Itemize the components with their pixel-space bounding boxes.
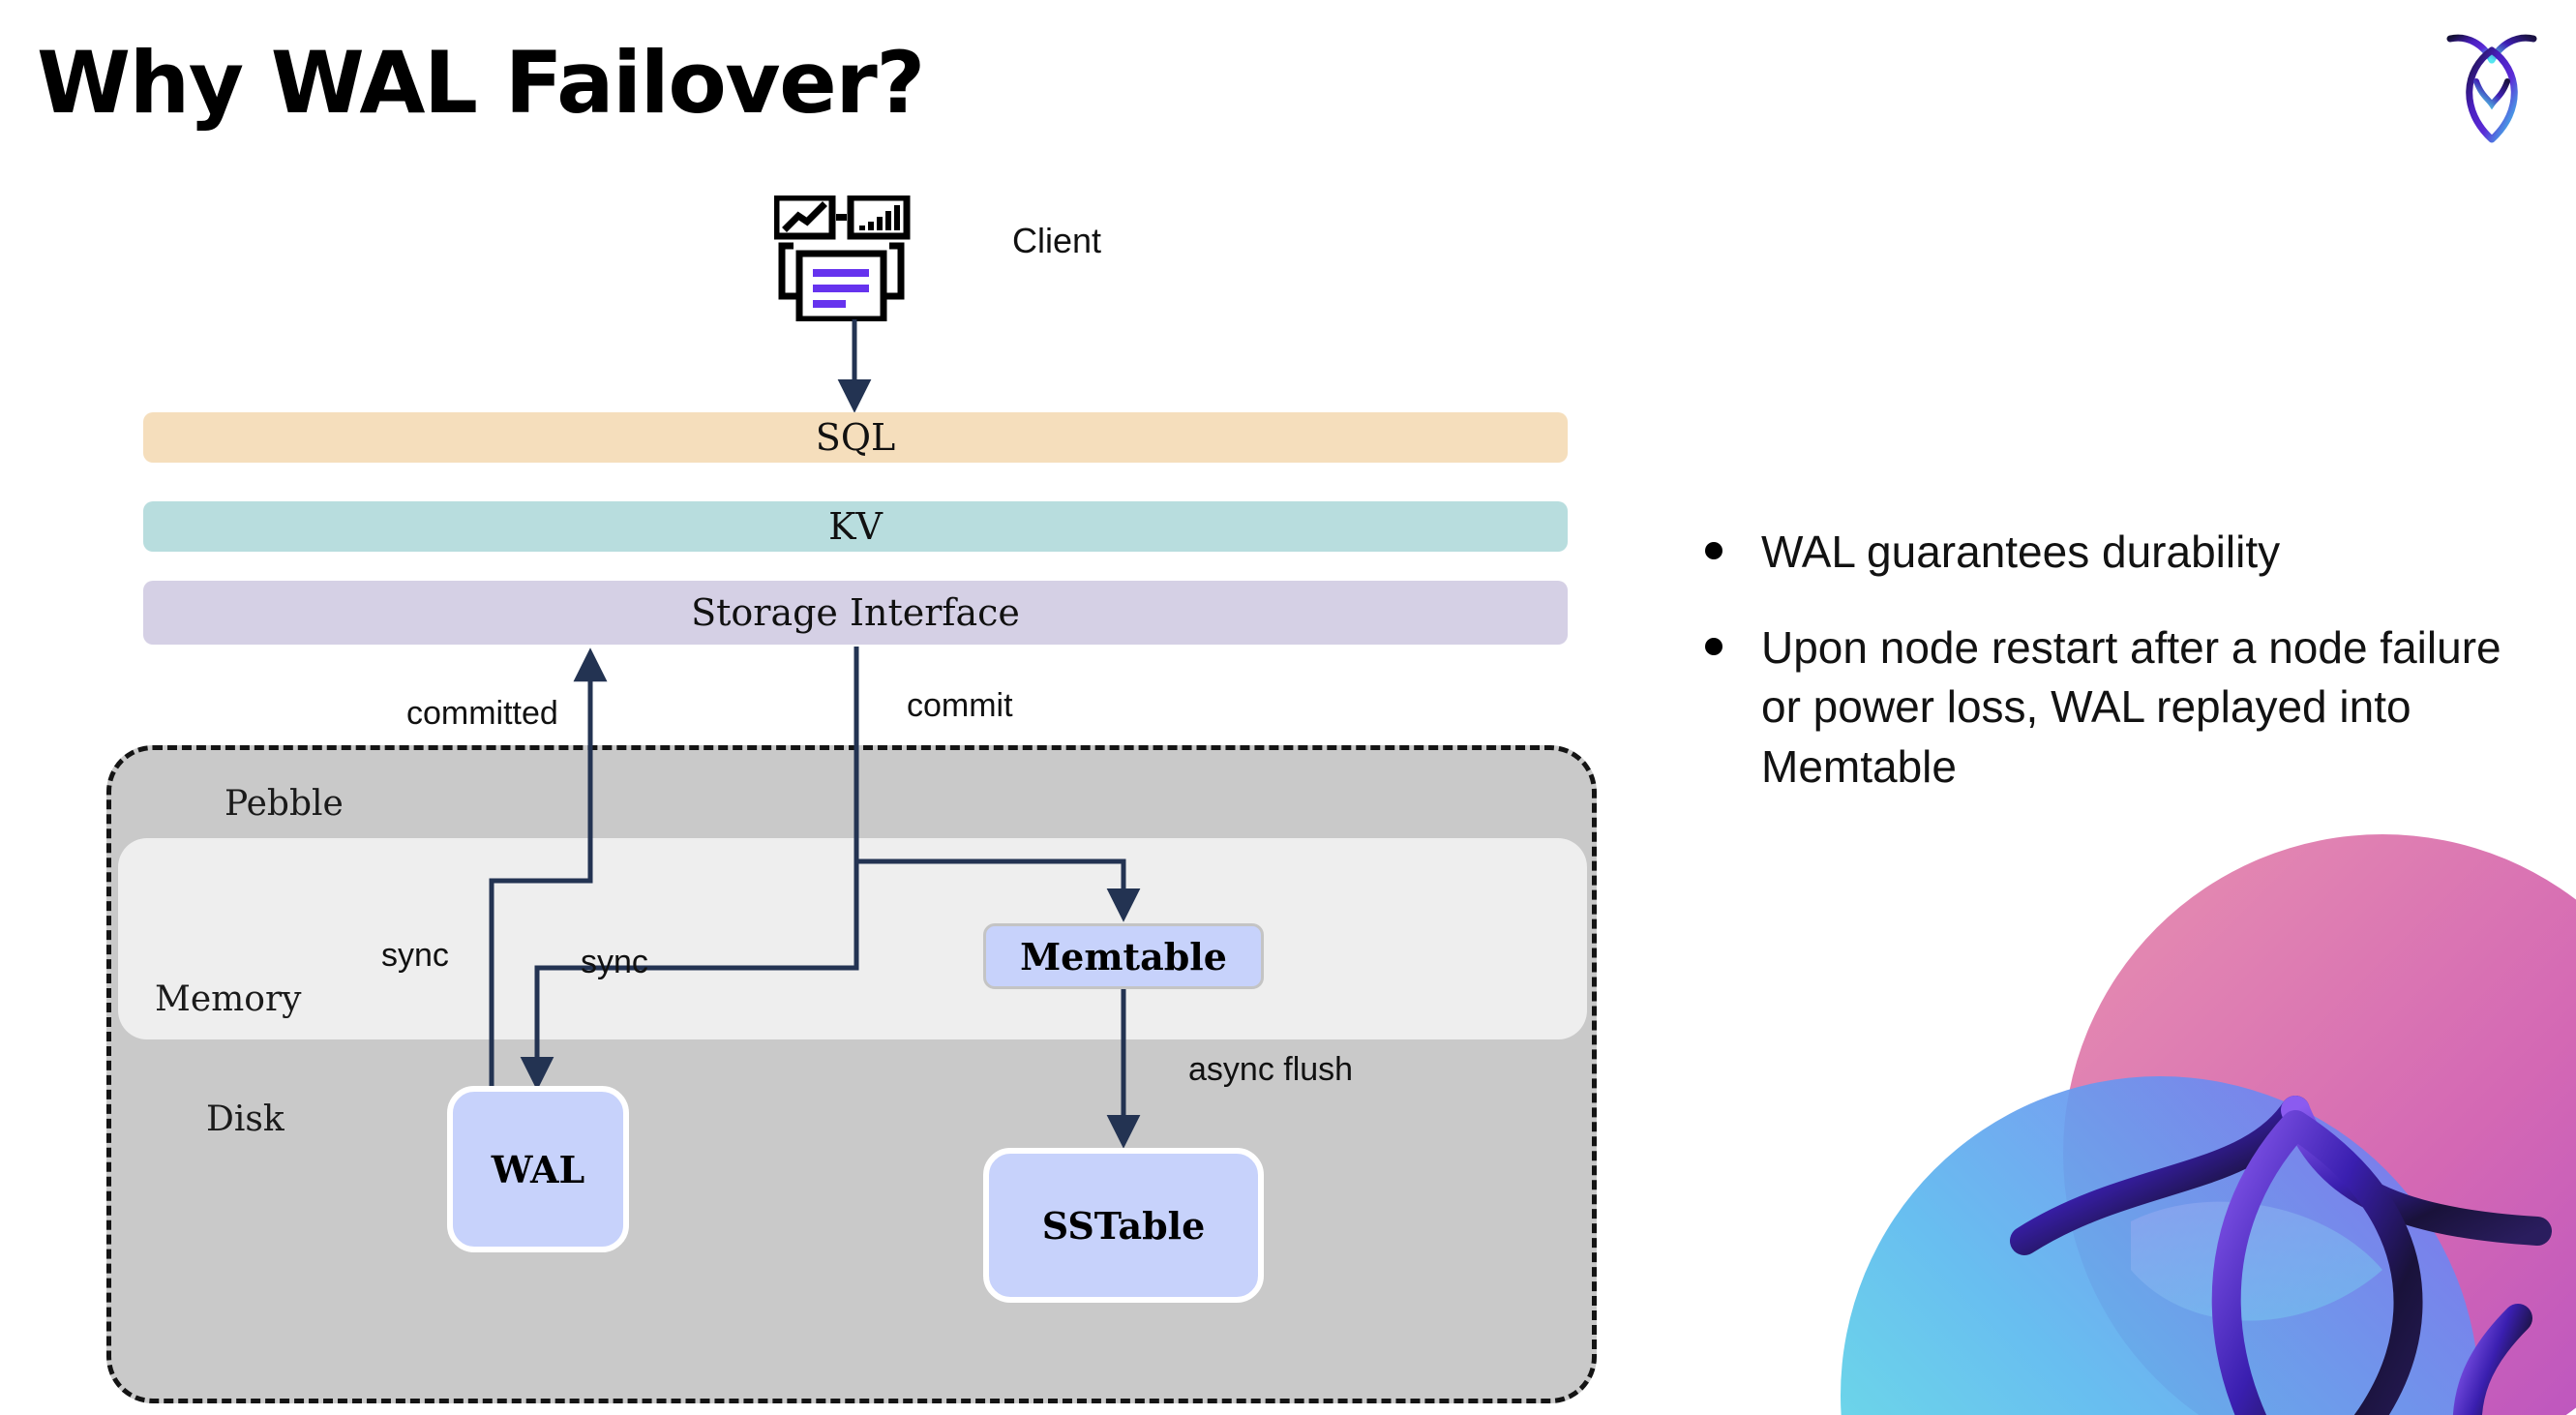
bullet-text: WAL guarantees durability [1761, 527, 2281, 577]
bullet-dot-icon [1705, 542, 1722, 559]
node-label-memtable: Memtable [1020, 934, 1227, 978]
node-wal: WAL [447, 1086, 629, 1252]
bullet-list: WAL guarantees durability Upon node rest… [1705, 523, 2518, 833]
memory-zone [118, 838, 1587, 1039]
node-memtable: Memtable [983, 923, 1264, 989]
client-label: Client [1012, 221, 1102, 260]
bullet-dot-icon [1705, 638, 1722, 656]
edge-label-async-flush: async flush [1188, 1051, 1354, 1088]
list-item: WAL guarantees durability [1705, 523, 2518, 582]
node-label-wal: WAL [491, 1147, 585, 1191]
disk-label: Disk [206, 1099, 285, 1139]
bullet-text: Upon node restart after a node failure o… [1761, 622, 2501, 792]
layer-label-kv: KV [828, 505, 883, 548]
page-title: Why WAL Failover? [37, 33, 925, 133]
layer-label-sql: SQL [815, 416, 896, 459]
layer-bar-sql: SQL [143, 412, 1568, 463]
client-dashboard-icon [772, 194, 927, 323]
decorative-logo-graphic [1841, 815, 2576, 1415]
edge-label-sync-left: sync [381, 937, 449, 974]
list-item: Upon node restart after a node failure o… [1705, 618, 2518, 797]
cockroachdb-logo [2439, 21, 2545, 147]
edge-label-committed: committed [406, 695, 558, 732]
edge-label-sync-right: sync [581, 944, 648, 980]
layer-bar-kv: KV [143, 501, 1568, 552]
layer-label-storage-interface: Storage Interface [691, 591, 1020, 634]
pebble-label: Pebble [225, 784, 344, 824]
node-sstable: SSTable [983, 1148, 1264, 1303]
edge-label-commit: commit [907, 687, 1013, 724]
layer-bar-storage-interface: Storage Interface [143, 581, 1568, 645]
memory-label: Memory [155, 979, 302, 1019]
node-label-sstable: SSTable [1041, 1203, 1206, 1248]
